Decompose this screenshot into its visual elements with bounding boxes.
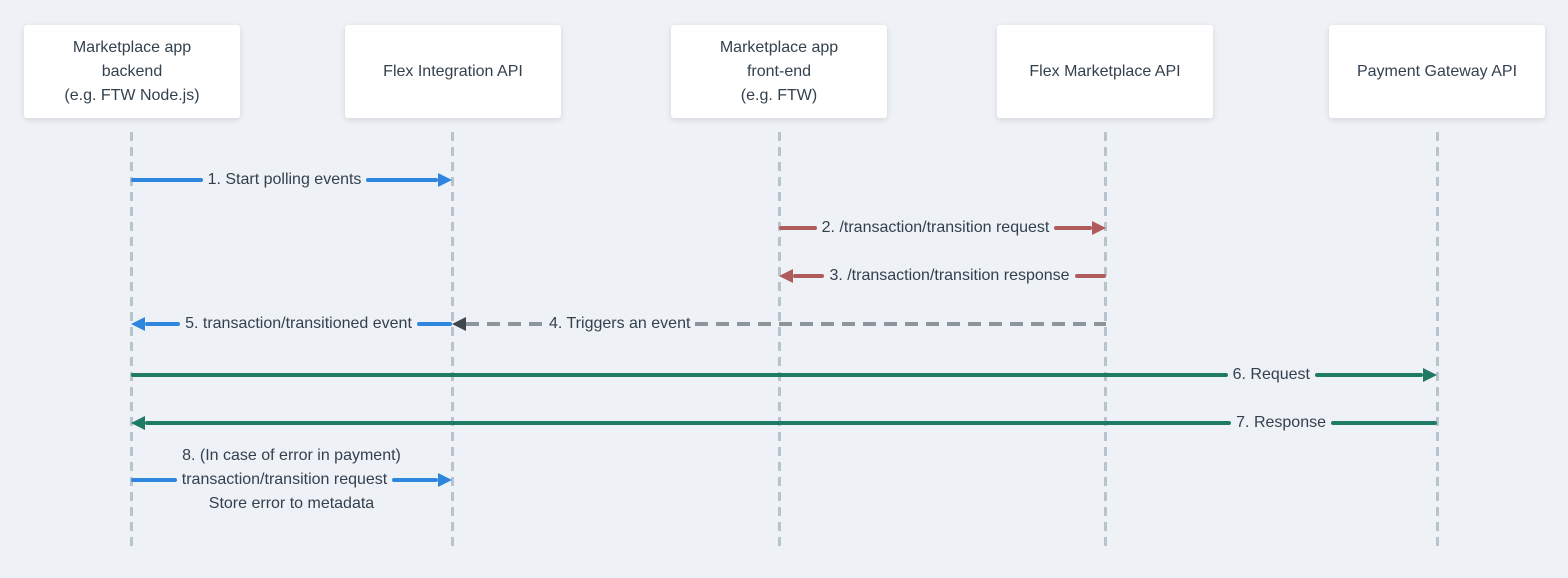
message-label: 3. /transaction/transition response: [829, 267, 1070, 284]
message-7-response: 7. Response: [131, 411, 1437, 435]
message-label: 7. Response: [1236, 414, 1326, 431]
message-line: [131, 373, 1228, 377]
message-label-top: 8. (In case of error in payment): [182, 447, 401, 464]
lifeline-marketplace-backend: [130, 132, 133, 548]
message-label: 2. /transaction/transition request: [821, 219, 1050, 236]
participant-flex-integration-api: Flex Integration API: [345, 25, 561, 118]
message-line: [466, 322, 544, 326]
message-line: [145, 322, 181, 326]
participant-marketplace-frontend: Marketplace app front-end (e.g. FTW): [671, 25, 887, 118]
message-label: transaction/transition request: [181, 471, 388, 488]
participant-flex-marketplace-api: Flex Marketplace API: [997, 25, 1213, 118]
message-2-transaction-transition-request: 2. /transaction/transition request: [779, 216, 1106, 240]
message-label: 5. transaction/transitioned event: [185, 315, 412, 332]
message-line: [145, 421, 1232, 425]
participant-label: Flex Integration API: [383, 62, 523, 80]
message-line: [392, 478, 439, 482]
participant-label: Payment Gateway API: [1356, 62, 1518, 80]
lifeline-flex-marketplace-api: [1104, 132, 1107, 548]
message-label: 6. Request: [1232, 366, 1310, 383]
arrowhead-right-icon: [438, 473, 453, 487]
participant-label: Marketplace app front-end (e.g. FTW): [719, 38, 839, 104]
arrowhead-left-icon: [779, 269, 793, 283]
message-arrow-row: transaction/transition request: [131, 468, 453, 492]
arrowhead-left-icon: [131, 317, 145, 331]
message-label-bottom-row: Store error to metadata: [131, 492, 452, 516]
participant-label: Flex Marketplace API: [1029, 62, 1181, 80]
message-line: [366, 178, 438, 182]
message-line: [416, 322, 452, 326]
lifeline-flex-integration-api: [451, 132, 454, 548]
message-3-transaction-transition-response: 3. /transaction/transition response: [779, 264, 1107, 288]
lifeline-payment-gateway-api: [1436, 132, 1439, 548]
participant-payment-gateway-api: Payment Gateway API: [1329, 25, 1545, 118]
message-label: 4. Triggers an event: [549, 315, 691, 332]
message-line: [1054, 226, 1092, 230]
message-label-top-row: 8. (In case of error in payment): [131, 444, 452, 468]
arrowhead-left-icon: [452, 317, 466, 331]
message-6-request: 6. Request: [131, 363, 1437, 387]
message-line: [131, 178, 203, 182]
participant-marketplace-backend: Marketplace app backend (e.g. FTW Node.j…: [24, 25, 240, 118]
message-label: 1. Start polling events: [207, 171, 362, 188]
arrowhead-right-icon: [438, 173, 452, 187]
message-4-triggers-an-event: 4. Triggers an event: [452, 312, 1106, 336]
message-1-start-polling-events: 1. Start polling events: [131, 168, 452, 192]
lifeline-marketplace-frontend: [778, 132, 781, 548]
message-5-transaction-transitioned-event: 5. transaction/transitioned event: [131, 312, 452, 336]
message-label-bottom: Store error to metadata: [208, 495, 375, 512]
arrowhead-right-icon: [1423, 368, 1437, 382]
message-line: [793, 274, 825, 278]
message-line: [695, 322, 1106, 326]
message-line: [1315, 373, 1423, 377]
arrowhead-right-icon: [1092, 221, 1106, 235]
message-line: [779, 226, 817, 230]
arrowhead-left-icon: [131, 416, 145, 430]
message-line: [1074, 274, 1107, 278]
message-line: [131, 478, 177, 482]
participant-label: Marketplace app backend (e.g. FTW Node.j…: [64, 38, 200, 104]
message-line: [1331, 421, 1437, 425]
message-8-error-transition-request: 8. (In case of error in payment) transac…: [131, 444, 453, 516]
